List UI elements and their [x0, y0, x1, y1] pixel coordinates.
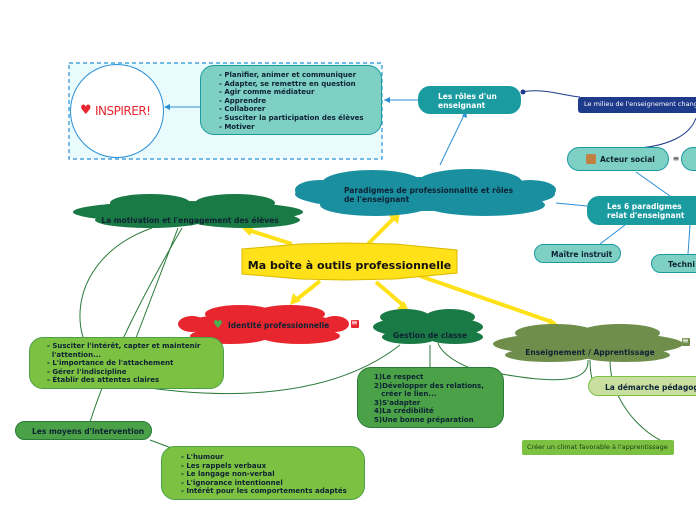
moyens-label: Les moyens d'intervention	[32, 427, 145, 436]
central-node[interactable]: Ma boîte à outils professionnelle	[242, 254, 457, 273]
motivation-label: La motivation et l'engagement des élèves	[101, 216, 279, 225]
inspirer-logo[interactable]: ♥ INSPIRER!	[70, 64, 164, 158]
yellow-arrow-identite	[294, 279, 322, 302]
roles-list-text: - Planifier, animer et communiquer - Ada…	[219, 71, 364, 131]
paradigmes-label: Paradigmes de professionnalité et rôles …	[344, 186, 514, 204]
arrow-inspirer	[164, 104, 170, 110]
roles-label: Les rôles d'un enseignant	[438, 92, 497, 110]
dot-roles	[520, 89, 526, 95]
yellow-arrow-gestion	[374, 280, 406, 308]
enseignement-label: Enseignement / Apprentissage	[525, 348, 655, 357]
yellow-arrowhead-motivation	[242, 226, 254, 236]
enseignement-menu-icon[interactable]: ≡	[682, 336, 690, 346]
connector-motivation-to-list	[135, 227, 179, 339]
demarche-node[interactable]: La démarche pédagogiq	[588, 376, 696, 396]
acteur-menu-icon[interactable]: ≡	[672, 154, 680, 163]
connector-paradigmes-to-six	[555, 202, 588, 207]
six-paradigmes-label: Les 6 paradigmes relat d'enseignant	[607, 202, 685, 220]
yellow-arrow-motivation	[247, 228, 293, 246]
acteur-node[interactable]: Acteur social	[567, 147, 669, 171]
climat-label: Créer un climat favorable à l'apprentiss…	[527, 443, 668, 451]
heart-icon-green: ♥	[213, 318, 223, 331]
maitre-node[interactable]: Maître instruit	[534, 244, 621, 263]
techni-node[interactable]: Techni	[651, 254, 696, 273]
motivation-list-text: - Susciter l'intérêt, capter et mainteni…	[47, 342, 201, 385]
connector-six-to-acteur	[635, 171, 671, 197]
paradigmes-cloud-shape	[295, 169, 556, 216]
moyens-list-text: - L'humour - Les rappels verbaux - Le la…	[181, 453, 347, 496]
menu-lines-icon: ≡	[351, 318, 358, 327]
yellow-arrow-paradigmes	[366, 215, 397, 246]
connector-roles-to-milieu	[520, 90, 581, 98]
moyens-node[interactable]: Les moyens d'intervention	[15, 421, 152, 440]
menu-lines-icon-2: ≡	[682, 336, 689, 345]
gestion-list-box[interactable]: 1)Le respect 2)Développer des relations,…	[357, 367, 504, 428]
yellow-arrow-enseignement	[419, 274, 553, 324]
gestion-cloud[interactable]: Gestion de classe	[385, 323, 475, 342]
yellow-arrowhead-identite	[290, 293, 301, 305]
inspirer-logo-text: INSPIRER!	[95, 104, 151, 118]
acteur-label: Acteur social	[600, 155, 655, 164]
connector-six-to-maitre	[599, 224, 626, 245]
central-shape	[241, 242, 458, 281]
arrow-roles-list	[384, 97, 390, 103]
central-label: Ma boîte à outils professionnelle	[247, 259, 452, 272]
identite-label: Identité professionnelle	[228, 321, 330, 330]
climat-node[interactable]: Créer un climat favorable à l'apprentiss…	[522, 440, 674, 455]
heart-icon: ♥	[80, 103, 92, 118]
six-paradigmes-node[interactable]: Les 6 paradigmes relat d'enseignant	[587, 196, 696, 225]
yellow-arrowhead-gestion	[397, 301, 409, 311]
milieu-node[interactable]: Le milieu de l'enseignement chang	[578, 97, 696, 113]
motivation-cloud-shape	[73, 194, 303, 228]
demarche-label: La démarche pédagogiq	[605, 383, 696, 392]
connector-milieu-curve	[639, 117, 696, 149]
moyens-list-box[interactable]: - L'humour - Les rappels verbaux - Le la…	[161, 446, 365, 500]
connector-six-to-techni	[687, 224, 691, 255]
enseignement-cloud[interactable]: Enseignement / Apprentissage	[520, 340, 660, 359]
gestion-list-text: 1)Le respect 2)Développer des relations,…	[374, 373, 484, 424]
acteur-icon	[586, 154, 596, 164]
connector-motivation-to-moyens	[89, 227, 183, 423]
connector-paradigmes-to-roles	[439, 112, 466, 166]
enseignement-cloud-shape	[493, 324, 683, 362]
roles-list-box[interactable]: - Planifier, animer et communiquer - Ada…	[200, 65, 382, 135]
connector-enseignement-to-climat	[609, 359, 661, 441]
gestion-label: Gestion de classe	[392, 331, 468, 340]
maitre-label: Maître instruit	[551, 250, 613, 259]
milieu-label: Le milieu de l'enseignement chang	[584, 100, 696, 108]
gestion-cloud-shape	[373, 309, 483, 344]
identite-menu-icon[interactable]: ≡	[351, 318, 359, 328]
identite-cloud-shape	[178, 305, 349, 344]
techni-label: Techni	[668, 260, 695, 269]
motivation-cloud[interactable]: La motivation et l'engagement des élèves	[90, 208, 290, 227]
motivation-list-box[interactable]: - Susciter l'intérêt, capter et mainteni…	[29, 337, 224, 389]
paradigmes-cloud[interactable]: Paradigmes de professionnalité et rôles …	[344, 186, 524, 204]
roles-node[interactable]: Les rôles d'un enseignant	[418, 86, 521, 114]
